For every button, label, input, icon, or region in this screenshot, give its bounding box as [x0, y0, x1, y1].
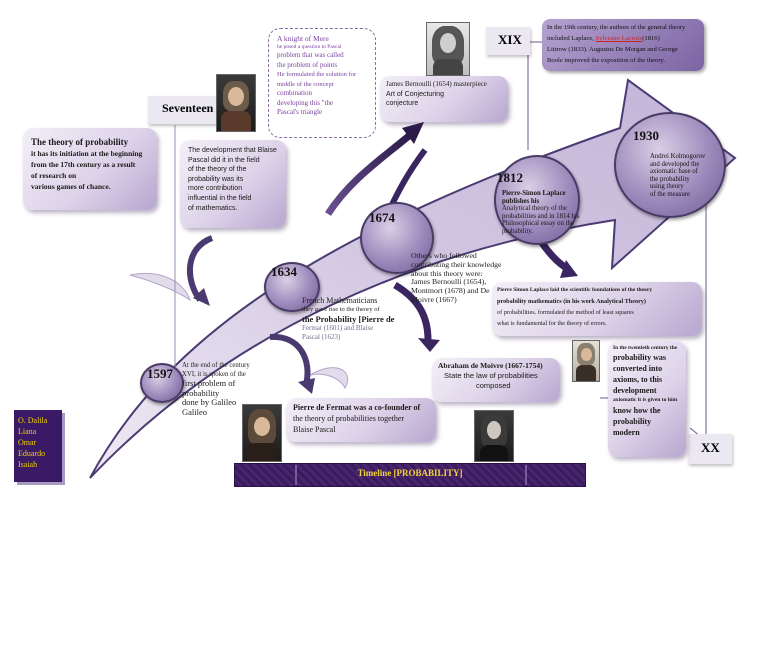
- bernoulli-box: James Bernoulli (1654) masterpiece Art o…: [380, 76, 508, 122]
- year-1812-label: 1812: [497, 170, 523, 185]
- year-1674-circle: [360, 202, 434, 274]
- kolmogorov-text: Andrei Kolmogorov and developed the axio…: [650, 153, 706, 198]
- xix-label: XIX: [498, 32, 522, 47]
- year-1674-label: 1674: [369, 210, 395, 225]
- curve-arrow-2: [325, 132, 413, 216]
- year-1930-circle: [614, 112, 726, 218]
- twentieth-century-box: In the twentieth century the probability…: [608, 341, 686, 457]
- author-name: Omar: [18, 438, 37, 447]
- others-text: Others who followed contributing their k…: [411, 251, 502, 304]
- year-1634-label: 1634: [271, 264, 297, 279]
- laplace-box: Pierre Simon Laplace laid the scientific…: [492, 282, 702, 336]
- laplace-circle-text: Pierre-Simon Laplace publishes his Analy…: [502, 190, 580, 235]
- year-1812-circle: [494, 155, 580, 245]
- curve-arrow-3: [269, 333, 311, 386]
- author-name: Eduardo: [18, 449, 46, 458]
- xix-century-box: In the 19th century, the authors of the …: [542, 19, 704, 71]
- pascal-box: The development that Blaise Pascal did i…: [180, 140, 286, 228]
- galileo-text: At the end of the century XVI, it is spo…: [182, 362, 250, 417]
- seventeen-label: Seventeen: [162, 101, 214, 115]
- demoivre-box: Abraham de Moivre (1667-1754) State the …: [432, 358, 560, 402]
- bernoulli-portrait: [426, 22, 470, 76]
- xx-label: XX: [701, 440, 720, 455]
- authors-box: O. Dalila Liana Omar Eduardo Isaiah: [14, 410, 62, 482]
- year-1930-label: 1930: [633, 128, 659, 143]
- xx-label-box: XX: [688, 434, 732, 464]
- fermat-portrait: [242, 404, 282, 462]
- sylvestre-lacroix-link[interactable]: Sylvestre Lacroix: [595, 35, 643, 42]
- year-1597-circle: [140, 363, 184, 403]
- footer-title: Timeline [PROBABILITY]: [357, 468, 463, 478]
- curve-arrow-1: [186, 235, 214, 302]
- seventeen-label-box: Seventeen: [148, 96, 224, 124]
- pascal-portrait: [216, 74, 256, 132]
- intro-box: The theory of probability it has its ini…: [23, 128, 157, 210]
- author-name: Liana: [18, 427, 37, 436]
- footer-title-bar: Timeline [PROBABILITY]: [234, 463, 586, 487]
- xix-label-box: XIX: [486, 27, 530, 55]
- year-1597-label: 1597: [147, 366, 173, 381]
- french-mathematicians-text: French Mathematicians they gave rise to …: [302, 296, 395, 341]
- author-name: Isaiah: [18, 460, 38, 469]
- laplace-portrait: [572, 340, 600, 382]
- year-1634-circle: [264, 262, 320, 312]
- fermat-box: Pierre de Fermat was a co-founder of the…: [286, 398, 436, 442]
- demoivre-portrait: [474, 410, 514, 462]
- mere-box: A knight of Mere he posed a question to …: [268, 28, 376, 138]
- author-name: O. Dalila: [18, 416, 48, 425]
- curve-arrow-4: [393, 281, 432, 341]
